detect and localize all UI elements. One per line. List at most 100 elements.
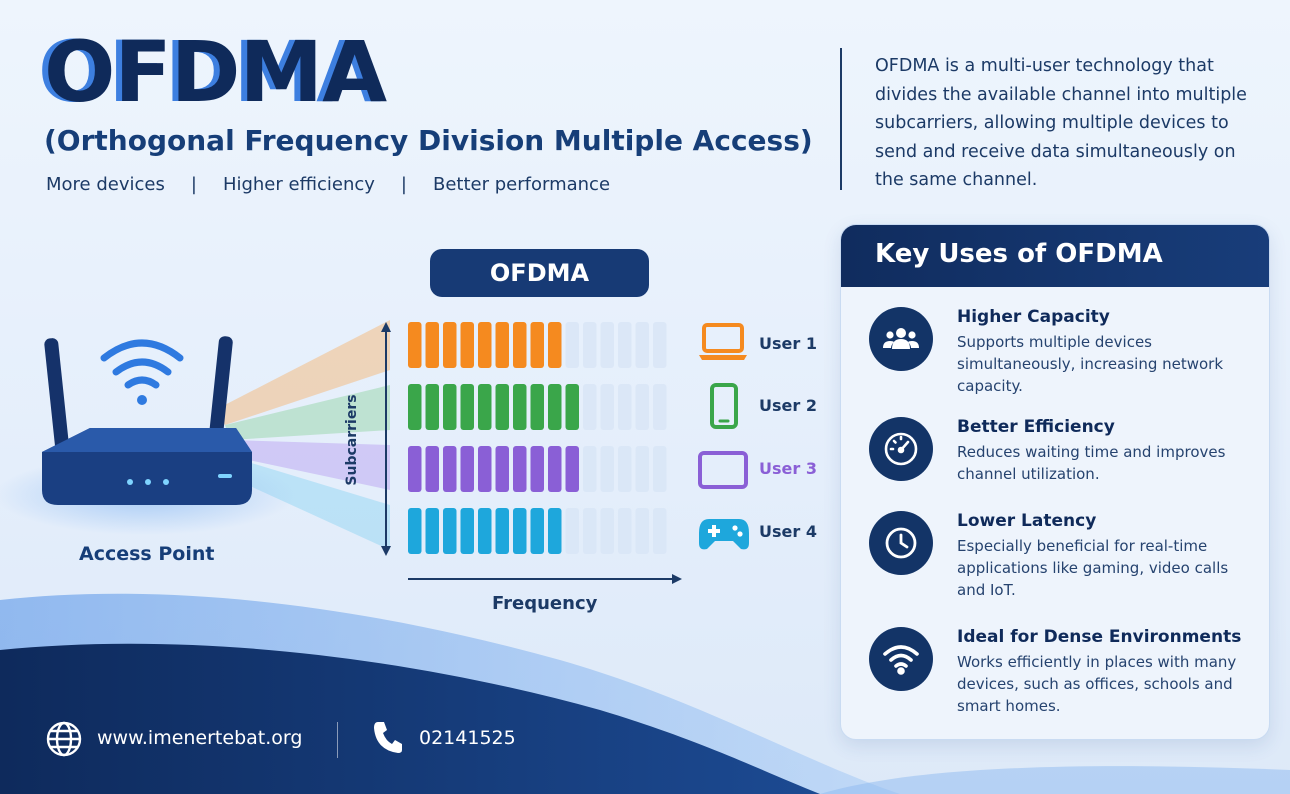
subcarrier-user-3-15-inactive xyxy=(653,446,667,492)
use-description: Works efficiently in places with many de… xyxy=(957,653,1237,715)
subcarrier-user-2-5-active xyxy=(478,384,492,430)
subcarrier-user-1-2-active xyxy=(425,322,439,368)
wifi-icon xyxy=(869,627,933,691)
subcarrier-user-4-10-inactive xyxy=(565,508,579,554)
subcarrier-user-2-15-inactive xyxy=(653,384,667,430)
tagline-separator: | xyxy=(400,174,407,195)
globe-icon xyxy=(46,721,82,757)
laptop-icon xyxy=(699,323,747,360)
subcarrier-user-2-6-active xyxy=(495,384,509,430)
key-uses-title: Key Uses of OFDMA xyxy=(841,225,1269,287)
description: OFDMA is a multi-user technology that di… xyxy=(875,56,1247,190)
beam-user-1 xyxy=(215,320,390,425)
user-4-label: User 4 xyxy=(759,522,817,541)
subcarrier-user-1-11-inactive xyxy=(583,322,597,368)
key-uses-panel: Key Uses of OFDMA Higher Capacity Suppor… xyxy=(840,224,1270,740)
subcarrier-user-4-3-active xyxy=(443,508,457,554)
subcarrier-grid xyxy=(381,322,682,584)
subcarrier-user-2-10-active xyxy=(565,384,579,430)
subcarrier-user-2-1-active xyxy=(408,384,422,430)
subcarrier-user-1-13-inactive xyxy=(618,322,632,368)
website-link[interactable]: www.imenertebat.org xyxy=(97,727,303,749)
subcarrier-user-1-9-active xyxy=(548,322,562,368)
subcarrier-user-2-8-active xyxy=(530,384,544,430)
subcarrier-user-3-14-inactive xyxy=(635,446,649,492)
subcarrier-user-3-2-active xyxy=(425,446,439,492)
subcarrier-user-3-5-active xyxy=(478,446,492,492)
phone-icon xyxy=(710,383,738,429)
subcarrier-user-2-4-active xyxy=(460,384,474,430)
antenna-left xyxy=(44,338,70,458)
subcarrier-user-4-9-active xyxy=(548,508,562,554)
subcarrier-user-3-1-active xyxy=(408,446,422,492)
wifi-signal-icon xyxy=(100,339,184,389)
subcarrier-user-1-14-inactive xyxy=(635,322,649,368)
subcarrier-user-2-12-inactive xyxy=(600,384,614,430)
subcarrier-user-2-9-active xyxy=(548,384,562,430)
subcarrier-user-1-12-inactive xyxy=(600,322,614,368)
use-description: Supports multiple devices simultaneously… xyxy=(957,333,1224,395)
subcarrier-user-1-15-inactive xyxy=(653,322,667,368)
antenna-right xyxy=(207,336,233,458)
subcarrier-user-4-5-active xyxy=(478,508,492,554)
subcarrier-user-3-4-active xyxy=(460,446,474,492)
phone-number[interactable]: 02141525 xyxy=(419,727,516,749)
tablet-icon xyxy=(698,451,748,489)
subcarrier-user-3-11-inactive xyxy=(583,446,597,492)
tagline-devices: More devices xyxy=(46,174,165,195)
page-subtitle: (Orthogonal Frequency Division Multiple … xyxy=(44,124,813,157)
footer-divider xyxy=(337,722,338,758)
taglines: More devices | Higher efficiency | Bette… xyxy=(46,174,610,195)
subcarrier-user-4-2-active xyxy=(425,508,439,554)
use-title: Lower Latency xyxy=(957,511,1097,531)
subcarrier-user-1-1-active xyxy=(408,322,422,368)
subcarrier-user-2-7-active xyxy=(513,384,527,430)
use-description: Especially beneficial for real-time appl… xyxy=(957,537,1229,599)
subcarrier-user-3-13-inactive xyxy=(618,446,632,492)
subcarrier-user-4-13-inactive xyxy=(618,508,632,554)
subcarrier-user-1-8-active xyxy=(530,322,544,368)
user-1-label: User 1 xyxy=(759,334,817,353)
subcarrier-user-1-6-active xyxy=(495,322,509,368)
subcarrier-user-2-13-inactive xyxy=(618,384,632,430)
subcarrier-user-4-4-active xyxy=(460,508,474,554)
subcarrier-user-2-14-inactive xyxy=(635,384,649,430)
subcarrier-user-4-1-active xyxy=(408,508,422,554)
subcarrier-user-3-6-active xyxy=(495,446,509,492)
users-icon xyxy=(869,307,933,371)
subcarrier-user-4-15-inactive xyxy=(653,508,667,554)
subcarrier-user-1-5-active xyxy=(478,322,492,368)
tagline-separator: | xyxy=(190,174,197,195)
subcarrier-user-3-9-active xyxy=(548,446,562,492)
user-3-label: User 3 xyxy=(759,459,817,478)
x-axis-label: Frequency xyxy=(492,593,598,614)
subcarrier-user-1-10-inactive xyxy=(565,322,579,368)
y-axis-label: Subcarriers xyxy=(344,394,360,486)
use-title: Better Efficiency xyxy=(957,417,1115,437)
beam-user-2 xyxy=(225,385,390,440)
subcarrier-user-2-11-inactive xyxy=(583,384,597,430)
user-2-label: User 2 xyxy=(759,396,817,415)
use-title: Ideal for Dense Environments xyxy=(957,627,1242,647)
use-description: Reduces waiting time and improves channe… xyxy=(957,443,1226,483)
ofdma-label: OFDMA xyxy=(430,249,649,297)
subcarrier-user-2-2-active xyxy=(425,384,439,430)
phone-call-icon xyxy=(374,722,402,753)
subcarrier-user-3-3-active xyxy=(443,446,457,492)
gamepad-icon xyxy=(699,519,749,550)
subcarrier-user-3-12-inactive xyxy=(600,446,614,492)
gauge-icon xyxy=(869,417,933,481)
clock-icon xyxy=(869,511,933,575)
access-point-label: Access Point xyxy=(79,543,215,565)
subcarrier-user-1-7-active xyxy=(513,322,527,368)
beam-user-3 xyxy=(225,440,390,490)
subcarrier-user-4-7-active xyxy=(513,508,527,554)
tagline-performance: Better performance xyxy=(433,174,611,195)
subcarrier-user-3-8-active xyxy=(530,446,544,492)
subcarrier-user-4-8-active xyxy=(530,508,544,554)
subcarrier-user-3-7-active xyxy=(513,446,527,492)
subcarrier-user-1-4-active xyxy=(460,322,474,368)
subcarrier-user-4-6-active xyxy=(495,508,509,554)
tagline-efficiency: Higher efficiency xyxy=(222,174,375,195)
